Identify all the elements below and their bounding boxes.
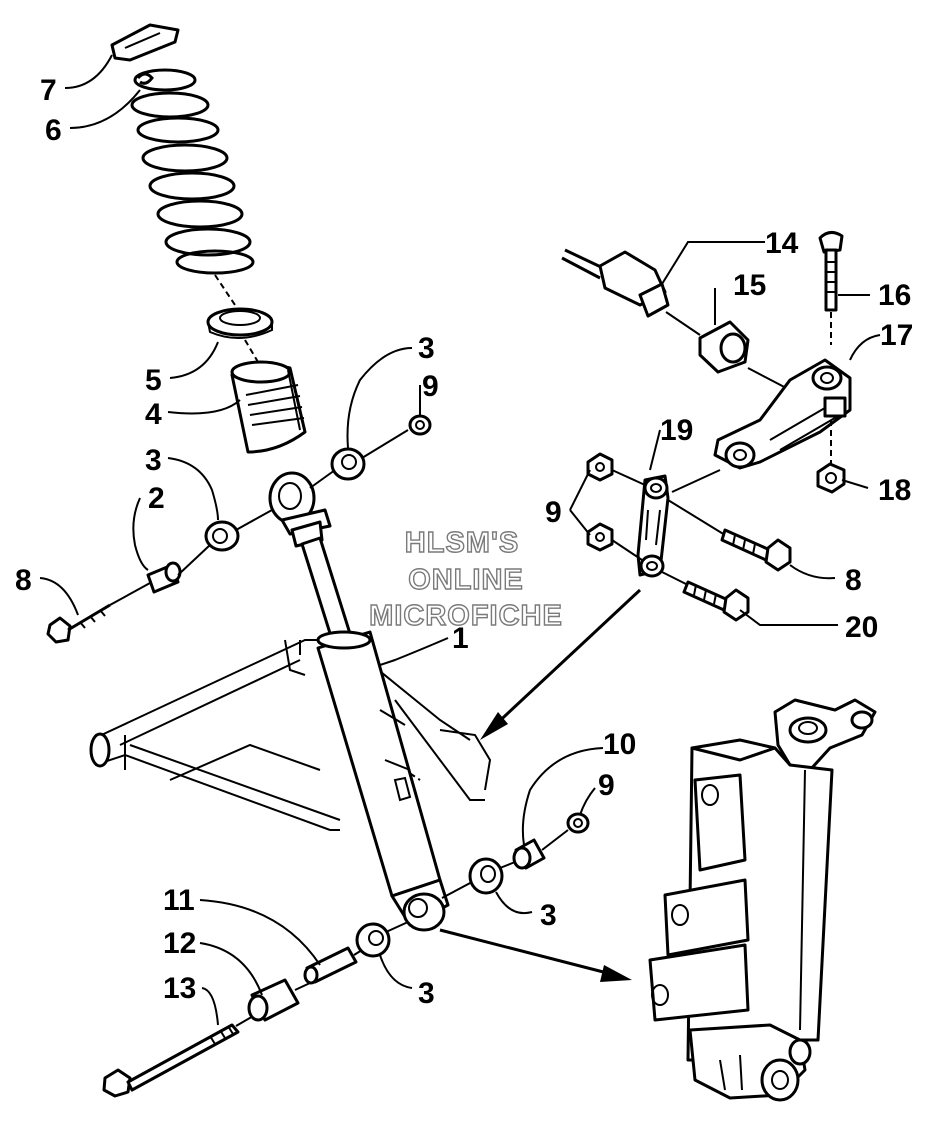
callout-12: 12 [163, 927, 196, 960]
callout-5: 5 [145, 364, 162, 397]
callout-13: 13 [163, 972, 196, 1005]
callout-10: 10 [603, 728, 636, 761]
callout-9-link: 9 [545, 496, 562, 529]
callout-9-lower: 9 [598, 769, 615, 802]
callout-6: 6 [45, 114, 62, 147]
callout-11: 11 [163, 884, 195, 917]
upper-mount-hardware [46, 414, 432, 644]
watermark: HLSM'S ONLINE MICROFICHE [368, 526, 563, 632]
callout-3-upper-left: 3 [145, 444, 162, 477]
coil-spring [130, 68, 255, 306]
callout-20: 20 [845, 611, 878, 644]
callout-14: 14 [765, 227, 799, 260]
part-7-cap [110, 23, 180, 62]
callout-4: 4 [145, 398, 162, 431]
sway-bar-linkage [480, 231, 852, 740]
callout-3-upper-right: 3 [418, 332, 435, 365]
callout-2: 2 [148, 482, 165, 515]
watermark-line-3: MICROFICHE [369, 600, 563, 632]
part-4-boot [230, 360, 307, 454]
part-5-retainer [206, 307, 274, 363]
callout-16: 16 [878, 279, 911, 312]
callout-15: 15 [733, 269, 766, 302]
callout-7: 7 [40, 74, 57, 107]
part-1-shock [268, 471, 450, 932]
lower-mount-hardware [102, 812, 590, 1098]
callout-18: 18 [878, 474, 911, 507]
watermark-line-2: ONLINE [408, 564, 524, 596]
leader-lines [39, 54, 881, 1026]
a-arm [89, 639, 492, 831]
callout-8-left: 8 [15, 564, 32, 597]
callout-1: 1 [452, 622, 469, 655]
callout-3-lower: 3 [418, 977, 435, 1010]
watermark-line-1: HLSM'S [405, 527, 519, 559]
callout-numbers: 7 6 5 4 3 9 3 2 8 1 14 15 16 17 18 19 9 … [15, 74, 913, 1010]
callout-17: 17 [880, 319, 913, 352]
callout-19: 19 [660, 414, 693, 447]
callout-9-upper: 9 [422, 370, 439, 403]
callout-8-right: 8 [845, 564, 862, 597]
callout-3-lower-right: 3 [540, 899, 557, 932]
arrow-to-spindle [439, 928, 632, 982]
spindle [648, 698, 877, 1102]
